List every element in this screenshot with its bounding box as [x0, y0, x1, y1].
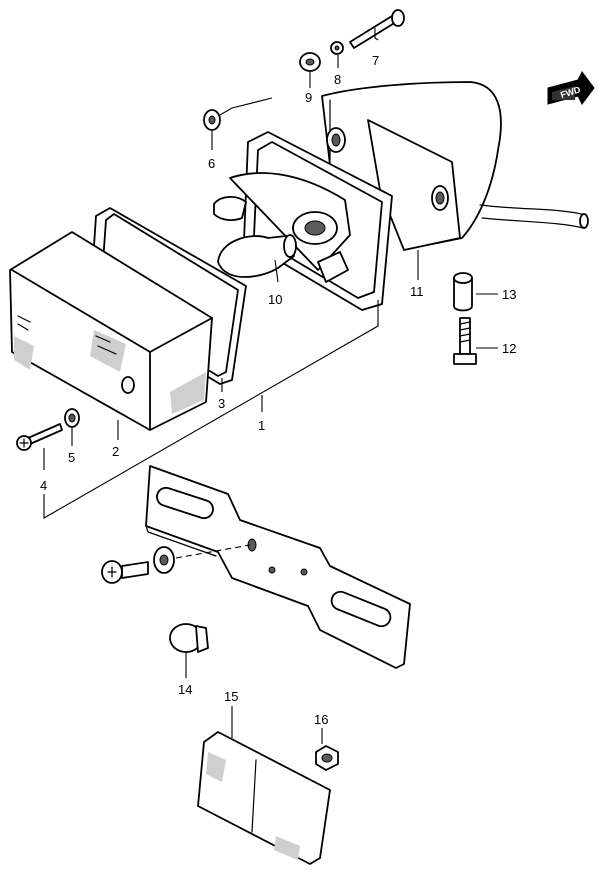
part-14-clip — [169, 623, 209, 653]
callout-2: 2 — [112, 444, 119, 459]
leader-lines — [43, 28, 498, 744]
callout-1: 1 — [258, 418, 265, 433]
callout-11: 11 — [410, 284, 424, 299]
callout-6: 6 — [208, 156, 215, 171]
license-bracket — [145, 465, 411, 669]
part-7-screw — [349, 9, 405, 49]
bracket-screw — [101, 546, 175, 584]
part-2-lens — [9, 231, 213, 431]
part-11-housing — [321, 81, 589, 251]
callout-8: 8 — [334, 72, 341, 87]
part-10-socket-frame — [213, 131, 393, 311]
callout-10: 10 — [268, 292, 282, 307]
callout-4: 4 — [40, 478, 47, 493]
part-4-screw — [16, 423, 63, 451]
callout-13: 13 — [502, 287, 516, 302]
part-12-bolt — [453, 317, 477, 365]
part-15-reflector — [197, 731, 331, 865]
callout-3: 3 — [218, 396, 225, 411]
callout-15: 15 — [224, 689, 238, 704]
part-16-nut — [315, 745, 339, 771]
callout-16: 16 — [314, 712, 328, 727]
callout-9: 9 — [305, 90, 312, 105]
callout-7: 7 — [372, 53, 379, 68]
fwd-arrow-icon: FWD — [547, 71, 595, 105]
callout-labels: 1 2 3 4 5 6 7 8 9 10 11 12 13 14 15 16 — [40, 53, 516, 727]
callout-14: 14 — [178, 682, 192, 697]
callout-12: 12 — [502, 341, 516, 356]
callout-5: 5 — [68, 450, 75, 465]
part-13-spacer — [453, 272, 473, 312]
